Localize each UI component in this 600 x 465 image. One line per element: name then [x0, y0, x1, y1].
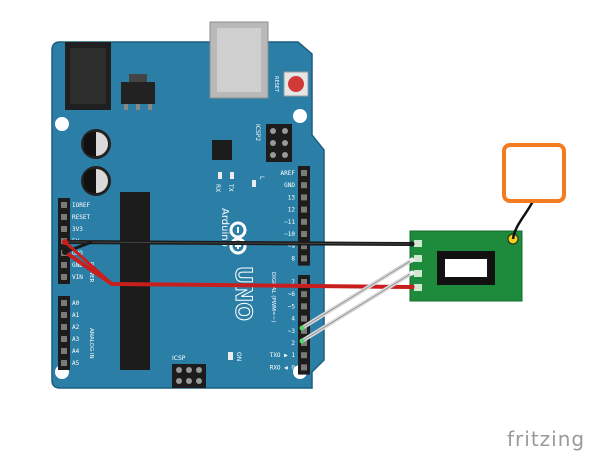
header-pin: [61, 360, 67, 366]
fritzing-watermark: fritzing: [507, 427, 585, 451]
antenna-cable: [511, 200, 535, 240]
header-pin: [61, 312, 67, 318]
header-pin: [301, 170, 307, 176]
pin-label: AREF: [281, 170, 296, 177]
pin-label: 12: [288, 207, 296, 214]
header-pin: [61, 202, 67, 208]
pin-label: ~10: [284, 231, 295, 238]
header-pin: [61, 226, 67, 232]
l-led: [252, 180, 256, 187]
header-pin: [301, 364, 307, 371]
wire-gnd-branch: [64, 240, 93, 254]
header-pin: [301, 218, 307, 225]
icsp-label: ICSP: [172, 355, 186, 362]
rx-label: RX: [214, 184, 221, 192]
header-pin: [301, 352, 307, 359]
header-pin: [301, 194, 307, 201]
pin-label: ~5: [288, 303, 296, 310]
pin-label: A2: [72, 324, 80, 331]
atmega-chip: [120, 192, 150, 370]
pin-label: TXO ▶ 1: [270, 352, 296, 359]
pin-label: A5: [72, 360, 80, 367]
digital-label: DIGITAL (PWM=~): [270, 272, 276, 322]
pin-label: IOREF: [72, 202, 90, 209]
pin-label: RESET: [72, 214, 90, 221]
header-pin: [61, 262, 67, 268]
reset-label: RESET: [273, 76, 279, 93]
l-label: L: [258, 176, 265, 180]
pin-label: GND: [72, 262, 83, 269]
header-pin: [301, 279, 307, 285]
icsp2-header: [266, 124, 292, 162]
arduino-logo: [229, 221, 247, 255]
header-pin: [301, 255, 307, 262]
icsp-header: [172, 364, 206, 388]
pin-label: A1: [72, 312, 80, 319]
arduino-board: RESET ICSP2 TX: [51, 21, 325, 389]
header-pin: [301, 340, 307, 346]
header-pin: [61, 336, 67, 342]
pin-label: 7: [291, 279, 295, 286]
rx-led: [230, 172, 234, 179]
model-label: UNO: [230, 266, 255, 321]
wire-vcc-branch: [64, 240, 113, 286]
pin-label: A3: [72, 336, 80, 343]
pin-label: 2: [291, 340, 295, 347]
wires: [62, 239, 415, 344]
digital-header-top: AREF GND 13 12 ~11 ~10 ~9 8: [281, 166, 310, 266]
pin-label: ~9: [288, 243, 296, 250]
header-pin: [61, 324, 67, 330]
pin-label: A4: [72, 348, 80, 355]
pin-label: ~3: [288, 328, 296, 335]
header-pin: [301, 182, 307, 189]
analog-label: ANALOG IN: [88, 328, 94, 359]
header-pin: [301, 231, 307, 237]
header-pin: [301, 315, 307, 322]
header-pin: [61, 214, 67, 220]
pin-label: 3V3: [72, 226, 83, 233]
header-pin: [61, 348, 67, 354]
pin-label: VIN: [72, 274, 83, 281]
pin-label: ~11: [284, 219, 295, 226]
header-pin: [301, 291, 307, 298]
pin-label: A0: [72, 300, 80, 307]
pin-label: ~6: [288, 291, 296, 298]
power-label: POWER: [88, 262, 94, 283]
header-pin: [61, 300, 67, 306]
pin-label: GND: [284, 182, 295, 189]
header-pin: [301, 206, 307, 213]
on-led: [228, 352, 233, 360]
tx-label: TX: [227, 183, 234, 192]
gps-module: [409, 230, 523, 302]
header-pin: [301, 327, 307, 334]
header-pin: [301, 303, 307, 310]
on-label: ON: [235, 352, 242, 361]
icsp2-label: ICSP2: [254, 124, 261, 141]
module-pin: [414, 240, 422, 291]
capacitor: [81, 166, 111, 196]
brand-label: Arduino: [219, 208, 230, 247]
header-pin: [61, 274, 67, 280]
pin-label: 4: [291, 316, 295, 323]
mounting-hole: [293, 109, 307, 123]
pin-label: 8: [291, 255, 295, 262]
voltage-regulator: [121, 82, 155, 104]
mounting-hole: [55, 117, 69, 131]
gps-antenna: [502, 143, 566, 203]
tx-led: [218, 172, 222, 179]
header-pin: [301, 243, 307, 250]
pin-label: 13: [288, 194, 296, 201]
usb-chip: [212, 140, 232, 160]
capacitor: [81, 129, 111, 159]
pin-label: RXO ◀ 0: [270, 364, 296, 371]
